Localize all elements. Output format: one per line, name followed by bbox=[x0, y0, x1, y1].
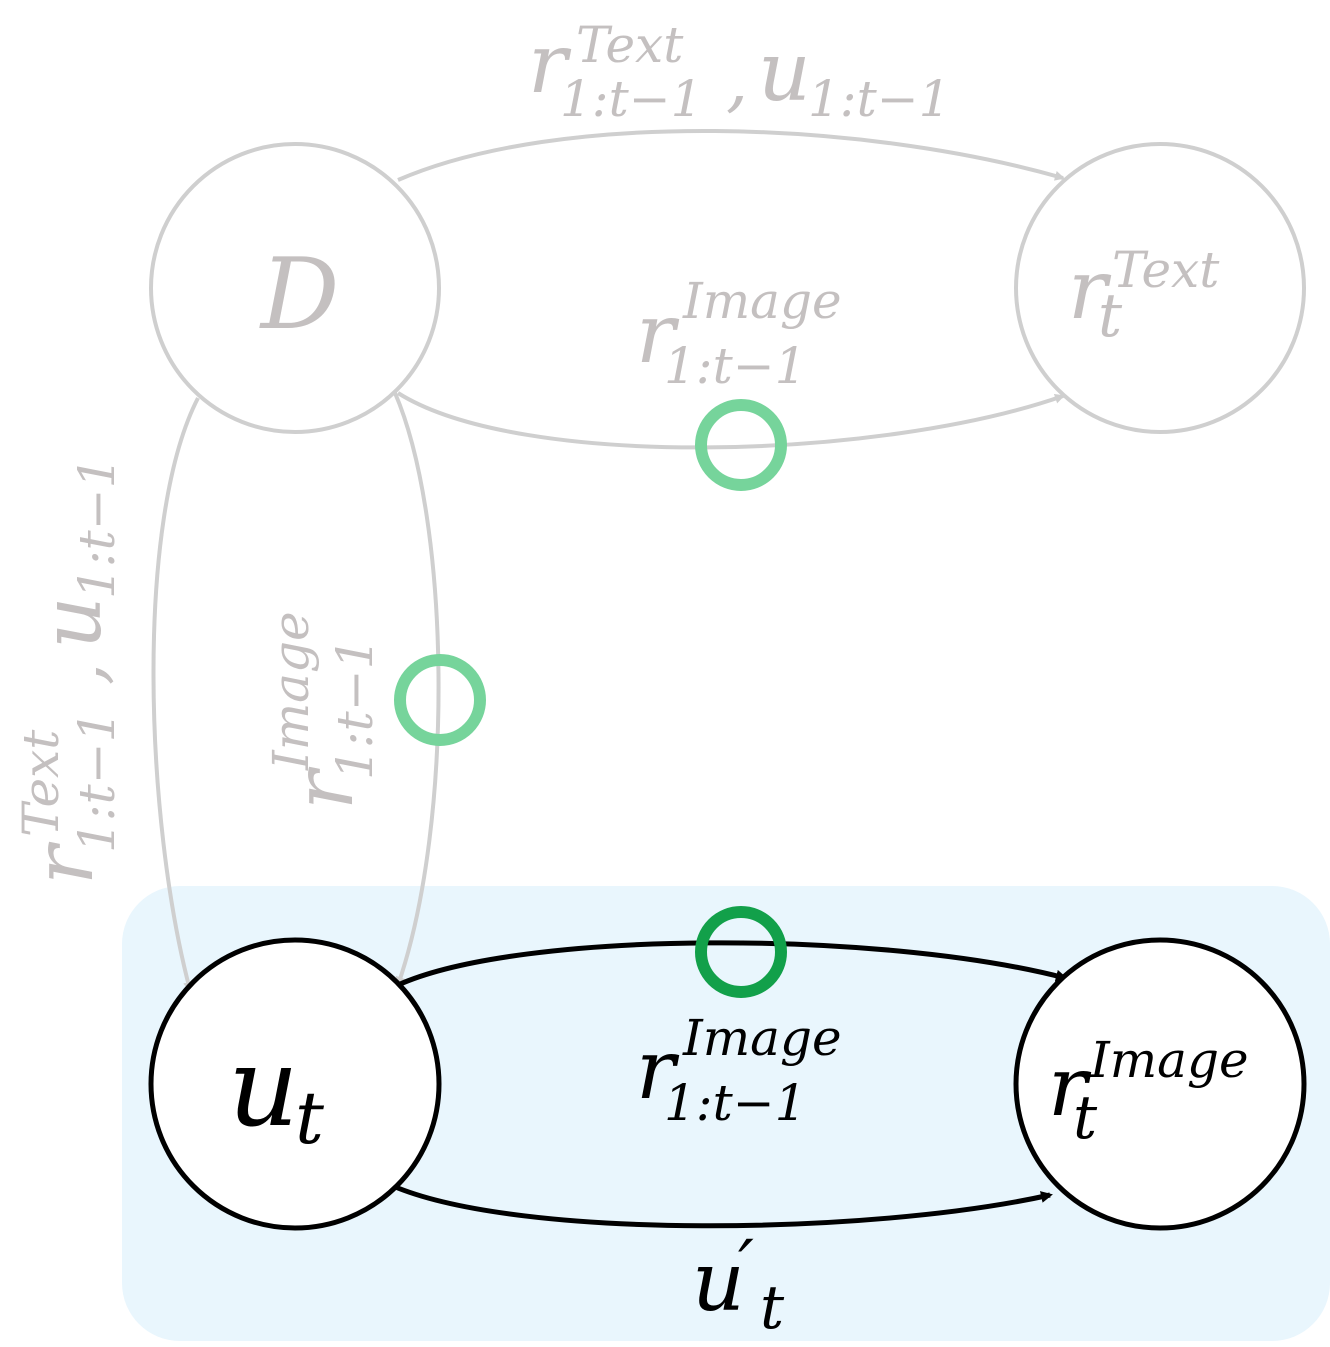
svg-text:r: r bbox=[1048, 1040, 1092, 1135]
edge-label-bottom-upper: r Image 1:t−1 bbox=[636, 1009, 842, 1132]
highlight-panel bbox=[122, 886, 1330, 1341]
svg-text:t: t bbox=[295, 1076, 325, 1160]
svg-text:r: r bbox=[636, 287, 680, 382]
svg-text:r: r bbox=[636, 1023, 680, 1118]
svg-text:u: u bbox=[758, 25, 811, 120]
svg-text:u: u bbox=[692, 1235, 745, 1330]
svg-text:1:t−1: 1:t−1 bbox=[326, 638, 384, 780]
svg-text:Image: Image bbox=[1089, 1031, 1249, 1089]
edge-label-top: r Text 1:t−1 , u 1:t−1 bbox=[528, 16, 950, 128]
svg-text:Image: Image bbox=[262, 611, 320, 771]
svg-text:1:t−1: 1:t−1 bbox=[808, 70, 950, 128]
svg-text:u: u bbox=[25, 596, 120, 649]
svg-text:t: t bbox=[760, 1273, 785, 1343]
label-r-text: r Text t bbox=[1068, 241, 1220, 351]
edge-D-to-ut-inner bbox=[393, 392, 441, 987]
node-u-t bbox=[148, 937, 442, 1231]
svg-text:Text: Text bbox=[1112, 241, 1220, 299]
edge-label-bottom-lower: u ′ t bbox=[692, 1225, 785, 1343]
svg-text:,: , bbox=[39, 663, 121, 685]
edge-D-to-ut-left bbox=[151, 397, 200, 992]
edge-label-left: r Text 1:t−1 , u 1:t−1 bbox=[12, 457, 126, 885]
edge-label-middle: r Image 1:t−1 bbox=[636, 272, 842, 395]
svg-text:1:t−1: 1:t−1 bbox=[664, 1074, 806, 1132]
edge-ut-to-rimage-bottom bbox=[392, 1183, 1053, 1229]
node-r-text bbox=[1014, 142, 1306, 434]
svg-text:1:t−1: 1:t−1 bbox=[664, 337, 806, 395]
label-r-image: r Image t bbox=[1048, 1031, 1249, 1153]
label-D: D bbox=[259, 238, 340, 352]
marker-inner-edge bbox=[394, 654, 486, 746]
marker-bottom-edge bbox=[695, 906, 787, 998]
svg-text:r: r bbox=[1068, 243, 1112, 338]
marker-middle-edge bbox=[695, 399, 787, 491]
svg-text:r: r bbox=[528, 17, 572, 112]
svg-text:t: t bbox=[1073, 1083, 1098, 1153]
svg-text:t: t bbox=[1098, 281, 1123, 351]
svg-text:r: r bbox=[17, 841, 112, 885]
edge-label-inner: r Image 1:t−1 bbox=[262, 611, 384, 810]
label-u-t: u t bbox=[228, 1023, 325, 1160]
svg-text:1:t−1: 1:t−1 bbox=[560, 70, 702, 128]
node-r-image bbox=[1013, 937, 1307, 1231]
edge-D-to-rtext-top bbox=[397, 128, 1065, 182]
svg-text:1:t−1: 1:t−1 bbox=[68, 457, 126, 599]
svg-text:Text: Text bbox=[576, 16, 684, 74]
svg-text:r: r bbox=[277, 766, 372, 810]
node-D bbox=[149, 142, 441, 434]
svg-text:Image: Image bbox=[682, 272, 842, 330]
svg-text:Image: Image bbox=[682, 1009, 842, 1067]
svg-text:,: , bbox=[726, 39, 748, 121]
edge-D-to-rtext-middle bbox=[396, 391, 1065, 450]
svg-text:u: u bbox=[228, 1023, 299, 1151]
svg-text:′: ′ bbox=[738, 1225, 754, 1307]
svg-text:1:t−1: 1:t−1 bbox=[68, 711, 126, 853]
svg-text:Text: Text bbox=[12, 729, 70, 837]
